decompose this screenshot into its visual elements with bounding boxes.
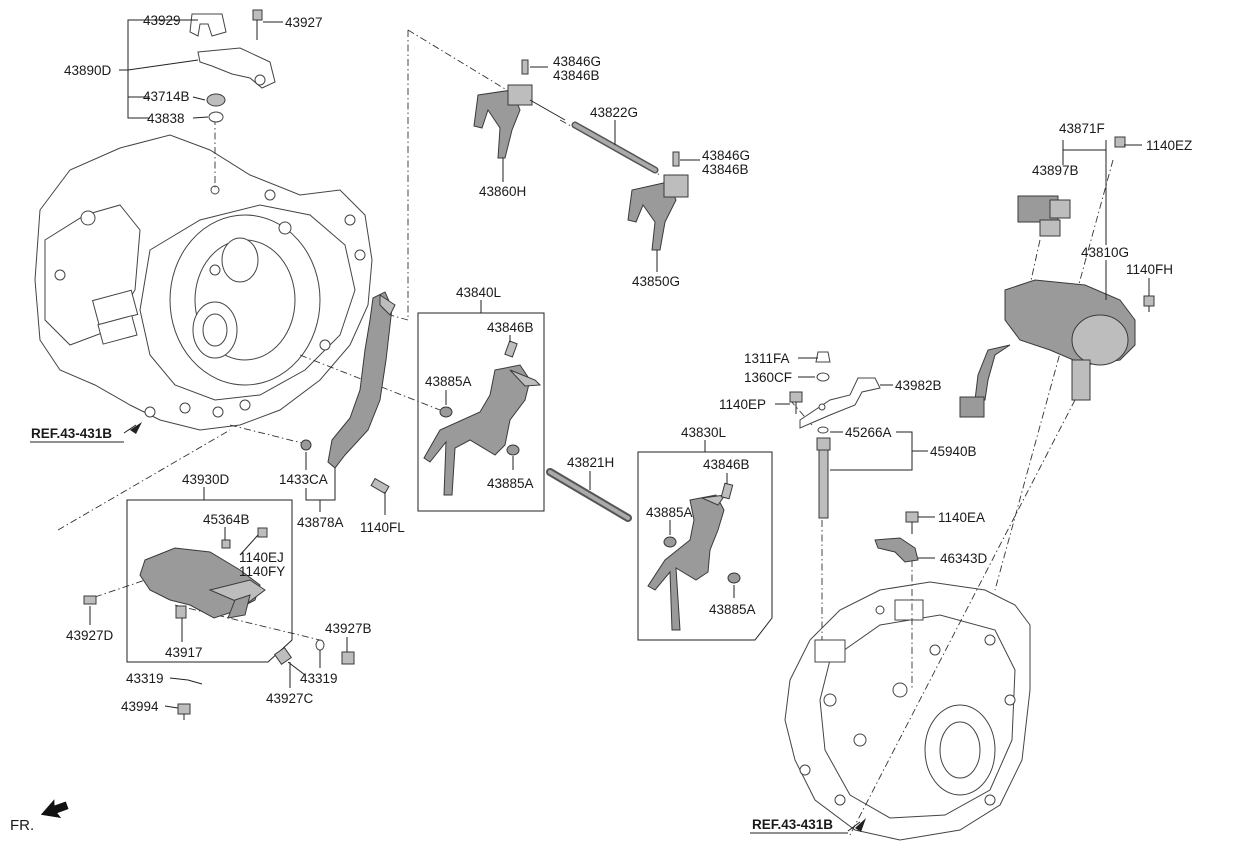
shift-rail-43822G (571, 121, 659, 174)
label-43714B: 43714B (143, 89, 190, 104)
connector-43897B (1017, 195, 1071, 237)
label-43927C: 43927C (266, 691, 314, 706)
shift-fork-43850G (627, 151, 689, 251)
shift-fork-43830L (647, 482, 741, 631)
bolt-1140EP (789, 391, 803, 403)
transaxle-case-right (784, 581, 1031, 841)
label-43890D: 43890D (64, 63, 112, 78)
pin-43319 (187, 679, 203, 685)
label-43994: 43994 (121, 699, 159, 714)
label-43846B-43830L: 43846B (703, 457, 750, 472)
clip-43929 (189, 13, 227, 37)
part-labels: 43929 43927 43890D 43714B 43838 43846G 4… (10, 13, 1192, 834)
label-43846B-top: 43846B (553, 68, 600, 83)
nut-1311FA (815, 351, 831, 363)
bolt-43927B (341, 651, 355, 665)
label-43927B: 43927B (325, 621, 372, 636)
bracket-46343D (874, 537, 919, 563)
bolt-43927D (83, 595, 97, 605)
label-43929: 43929 (143, 13, 181, 28)
label-43878A: 43878A (297, 515, 344, 530)
shift-fork-43840L (423, 340, 542, 496)
bolts (83, 136, 1155, 720)
transaxle-case-left (34, 134, 373, 431)
bolt-43927C (273, 646, 293, 666)
label-43838: 43838 (147, 111, 185, 126)
label-43885A-2: 43885A (487, 476, 534, 491)
label-43897B: 43897B (1032, 163, 1079, 178)
label-1140EA: 1140EA (938, 510, 985, 525)
label-43821H: 43821H (567, 455, 614, 470)
label-43930D: 43930D (182, 472, 230, 487)
washer-43319 (315, 639, 325, 651)
washer-1360CF (816, 372, 830, 382)
shift-fork-43860H (473, 59, 566, 159)
label-43822G: 43822G (590, 105, 638, 120)
label-1433CA: 1433CA (279, 472, 328, 487)
label-43917: 43917 (165, 645, 203, 660)
label-43860H: 43860H (479, 184, 526, 199)
label-43927: 43927 (285, 15, 323, 30)
label-43885A-1: 43885A (425, 374, 472, 389)
label-43840L: 43840L (456, 285, 502, 300)
label-43982B: 43982B (895, 378, 942, 393)
label-43846B-43840L: 43846B (487, 320, 534, 335)
label-1311FA: 1311FA (744, 351, 790, 366)
label-45940B: 45940B (930, 444, 977, 459)
label-45266A: 45266A (845, 425, 892, 440)
label-43810G: 43810G (1081, 245, 1129, 260)
label-43885A-3: 43885A (646, 505, 693, 520)
label-43871F: 43871F (1059, 121, 1105, 136)
ref-label-left: REF.43-431B (31, 426, 112, 441)
bolt-1140FH (1143, 295, 1155, 307)
label-1360CF: 1360CF (744, 370, 792, 385)
bolt-1140EZ (1114, 136, 1126, 148)
leader-lines (40, 19, 1150, 832)
label-1140EZ: 1140EZ (1146, 138, 1192, 153)
shaft-45940B (816, 426, 831, 519)
label-43319-left: 43319 (126, 671, 164, 686)
shift-lever-assembly (139, 527, 268, 619)
shift-rail-43821H (546, 468, 632, 522)
label-1140FL: 1140FL (360, 520, 405, 535)
label-43846G-top: 43846G (553, 54, 601, 69)
bolt-43927-head (252, 9, 263, 21)
assembly-box-43830L (637, 451, 773, 641)
lever-43982B (799, 351, 881, 429)
label-1140EJ: 1140EJ (239, 550, 284, 565)
bushing-43714B (206, 93, 226, 107)
ref-label-right: REF.43-431B (752, 817, 833, 832)
label-43319-right: 43319 (300, 671, 338, 686)
label-46343D: 46343D (940, 551, 988, 566)
bolt-1140EA (905, 511, 919, 523)
front-direction-label: FR. (10, 817, 34, 834)
label-43927D: 43927D (66, 628, 114, 643)
bolt-43994 (177, 703, 191, 715)
label-1140EP: 1140EP (719, 397, 766, 412)
label-1140FH: 1140FH (1126, 262, 1173, 277)
label-43850G: 43850G (632, 274, 680, 289)
label-1140FY: 1140FY (239, 564, 285, 579)
label-43846G-mid: 43846G (702, 148, 750, 163)
label-45364B: 45364B (203, 512, 250, 527)
seal-43838 (208, 111, 224, 123)
label-43846B-mid: 43846B (702, 162, 749, 177)
label-43830L: 43830L (681, 425, 727, 440)
shift-lever-bracket-group (189, 9, 276, 123)
actuator-43810G (959, 279, 1136, 418)
label-43885A-4: 43885A (709, 602, 756, 617)
